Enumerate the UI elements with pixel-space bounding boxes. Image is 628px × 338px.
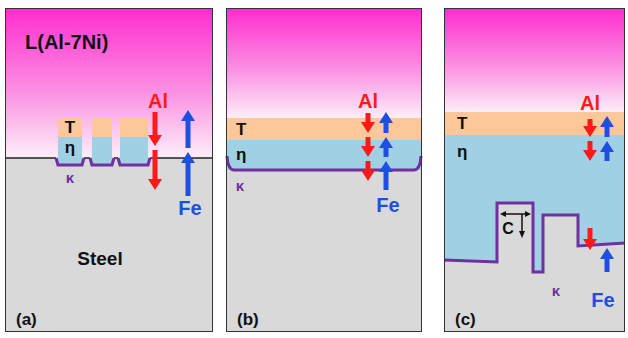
layer-label: L(Al-7Ni)	[25, 32, 108, 52]
eta-layer: η	[58, 137, 82, 158]
element-label: Fe	[591, 290, 614, 310]
element-label: Fe	[178, 198, 201, 218]
panel: (c) Tη	[444, 8, 625, 332]
eta-grain	[120, 137, 148, 165]
panel-letter: (b)	[237, 311, 259, 328]
liquid-region: L(Al-7Ni)	[5, 8, 213, 118]
eta-grain	[58, 137, 82, 165]
element-label: Al	[580, 93, 600, 113]
al-flux-arrow	[361, 161, 375, 181]
tau-band	[444, 112, 625, 135]
carbon-arrowhead	[525, 211, 531, 217]
carbon-arrow	[521, 214, 523, 232]
liquid	[5, 8, 213, 158]
element-label: Al	[358, 91, 378, 111]
steel	[444, 135, 625, 332]
al-flux-arrow	[361, 113, 375, 133]
kappa-layer	[444, 203, 625, 272]
eta-layer: η	[226, 140, 422, 170]
fe-flux-arrow	[379, 137, 393, 157]
panel: (a) L(Al-7Ni) TηSteel	[5, 8, 213, 332]
element-label: Fe	[376, 195, 399, 215]
carbon-arrow	[505, 213, 526, 215]
fe-flux-arrow	[600, 116, 614, 137]
al-flux-arrow	[583, 228, 597, 250]
tau-layer: T	[226, 118, 422, 140]
fe-flux-arrow	[600, 141, 614, 161]
fe-flux-arrow	[379, 112, 393, 133]
al-flux-arrow	[583, 119, 597, 137]
tau-layer: T	[58, 118, 82, 137]
steel	[226, 158, 422, 332]
eta-layer: η	[444, 135, 625, 200]
phase-label: κ	[66, 170, 74, 185]
tau-layer: T	[444, 112, 625, 135]
liquid	[444, 8, 625, 112]
fe-flux-arrow	[181, 152, 195, 196]
fe-flux-arrow	[600, 248, 614, 272]
carbon-arrowhead	[500, 211, 506, 217]
eta-grain	[92, 137, 112, 165]
kappa-layer	[56, 158, 150, 165]
layer-label: T	[65, 119, 75, 136]
element-label: C	[502, 221, 514, 237]
panel-letter: (a)	[16, 311, 37, 328]
al-flux-arrow	[148, 112, 162, 146]
layer-label: η	[236, 146, 246, 163]
panel: (b) Tη	[226, 8, 422, 332]
carbon-arrowhead	[519, 231, 525, 238]
eta-band	[226, 140, 422, 170]
phase-label: κ	[236, 178, 244, 193]
element-label: Al	[148, 91, 168, 111]
tau-band	[226, 118, 422, 140]
tau-grain	[58, 118, 82, 137]
layer-label: η	[457, 143, 467, 160]
al-flux-arrow	[583, 141, 597, 161]
al-flux-arrow	[361, 137, 375, 157]
fe-flux-arrow	[181, 110, 195, 148]
al-flux-arrow	[148, 150, 162, 190]
layer-label: Steel	[77, 249, 122, 268]
liquid	[226, 8, 422, 118]
layer-label: T	[457, 115, 467, 132]
fe-flux-arrow	[379, 161, 393, 190]
tau-grain	[92, 118, 112, 137]
layer-label: η	[65, 139, 75, 156]
eta-region	[444, 135, 625, 272]
panel-letter: (c)	[455, 311, 476, 328]
kappa-layer	[227, 156, 421, 170]
tau-grain	[120, 118, 148, 137]
phase-label: κ	[552, 283, 560, 298]
layer-label: T	[236, 121, 246, 138]
steel	[5, 158, 213, 332]
steel-substrate: Steel	[5, 158, 213, 332]
